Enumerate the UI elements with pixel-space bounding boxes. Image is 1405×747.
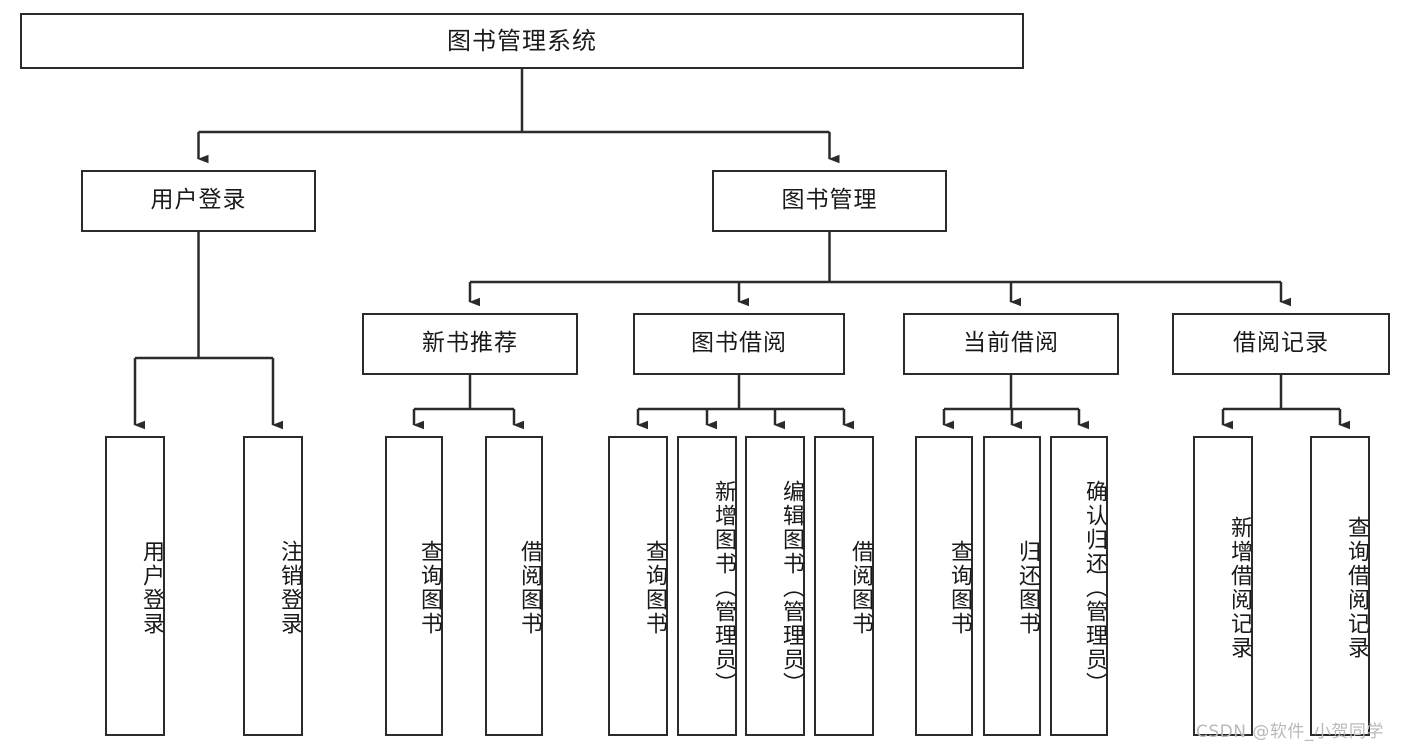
node-root[interactable]: 图书管理系统 (20, 13, 1024, 69)
node-leaf-user-login[interactable]: 用户登录 (105, 436, 165, 736)
node-leaf-return-book[interactable]: 归还图书 (983, 436, 1041, 736)
node-label: 归还图书 (1015, 540, 1040, 636)
csdn-watermark: CSDN @软件_小贺同学 (1196, 722, 1384, 742)
node-leaf-query-book-br[interactable]: 查询图书 (608, 436, 668, 736)
node-book-borrow[interactable]: 图书借阅 (633, 313, 845, 375)
node-label: 注销登录 (277, 540, 302, 636)
node-label: 编辑图书（管理员） (779, 480, 804, 696)
node-label: 确认归还（管理员） (1082, 480, 1107, 696)
node-label: 当前借阅 (963, 330, 1059, 357)
node-label: 图书管理 (781, 187, 878, 214)
node-leaf-borrow-book-br[interactable]: 借阅图书 (814, 436, 874, 736)
node-leaf-query-record[interactable]: 查询借阅记录 (1310, 436, 1370, 736)
node-label: 图书借阅 (691, 330, 787, 357)
node-leaf-edit-book[interactable]: 编辑图书（管理员） (745, 436, 805, 736)
node-leaf-add-record[interactable]: 新增借阅记录 (1193, 436, 1253, 736)
node-leaf-user-logout[interactable]: 注销登录 (243, 436, 303, 736)
node-label: 借阅记录 (1233, 330, 1329, 357)
node-current-borrow[interactable]: 当前借阅 (903, 313, 1119, 375)
node-user-login[interactable]: 用户登录 (81, 170, 316, 232)
node-leaf-borrow-book-rec[interactable]: 借阅图书 (485, 436, 543, 736)
node-label: 新书推荐 (422, 330, 518, 357)
node-leaf-query-book-cb[interactable]: 查询图书 (915, 436, 973, 736)
node-label: 借阅图书 (517, 540, 542, 636)
node-book-manage[interactable]: 图书管理 (712, 170, 947, 232)
node-label: 查询图书 (947, 540, 972, 636)
node-borrow-record[interactable]: 借阅记录 (1172, 313, 1390, 375)
node-label: 用户登录 (139, 540, 164, 636)
node-new-book-recommend[interactable]: 新书推荐 (362, 313, 578, 375)
node-label: 新增图书（管理员） (711, 480, 736, 696)
node-label: 图书管理系统 (447, 26, 597, 55)
node-label: 查询图书 (642, 540, 667, 636)
node-leaf-query-book-rec[interactable]: 查询图书 (385, 436, 443, 736)
node-label: 新增借阅记录 (1227, 516, 1252, 660)
node-label: 借阅图书 (848, 540, 873, 636)
node-leaf-confirm-return[interactable]: 确认归还（管理员） (1050, 436, 1108, 736)
node-label: 用户登录 (150, 187, 247, 214)
node-leaf-add-book[interactable]: 新增图书（管理员） (677, 436, 737, 736)
node-label: 查询图书 (417, 540, 442, 636)
node-label: 查询借阅记录 (1344, 516, 1369, 660)
